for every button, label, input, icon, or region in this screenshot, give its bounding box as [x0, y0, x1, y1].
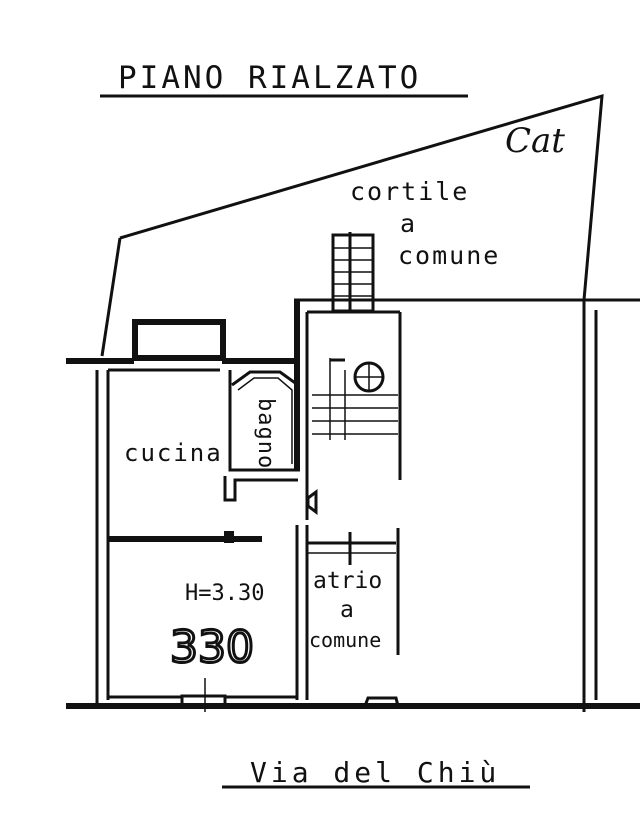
door-marker: [306, 489, 318, 515]
kitchen-walls: [106, 368, 300, 536]
bathroom-label: bagno: [253, 398, 278, 469]
height-handwritten: 330: [170, 622, 254, 673]
courtyard-boundary: [100, 93, 604, 357]
courtyard-label-3: comune: [398, 241, 500, 270]
courtyard-label-1: cortile: [350, 177, 469, 206]
corner-mark: Cat: [505, 121, 565, 161]
street-label: Via del Chiù: [250, 756, 500, 789]
upper-storage-block: [132, 319, 226, 361]
internal-staircase: [312, 358, 398, 440]
courtyard-label-2: a: [400, 209, 415, 238]
bathroom-door-jamb: [223, 476, 298, 502]
atrium-label-3: comune: [309, 628, 381, 652]
bathroom-inner: [237, 377, 293, 464]
plan-title: PIANO RIALZATO: [118, 60, 421, 96]
atrium-label-1: atrio: [313, 568, 382, 594]
atrium-label-2: a: [340, 597, 354, 623]
height-label: H=3.30: [185, 581, 264, 606]
wall-stub: [224, 531, 234, 543]
south-window: [180, 694, 227, 708]
kitchen-label: cucina: [124, 439, 223, 467]
entrance-step: [363, 696, 400, 707]
